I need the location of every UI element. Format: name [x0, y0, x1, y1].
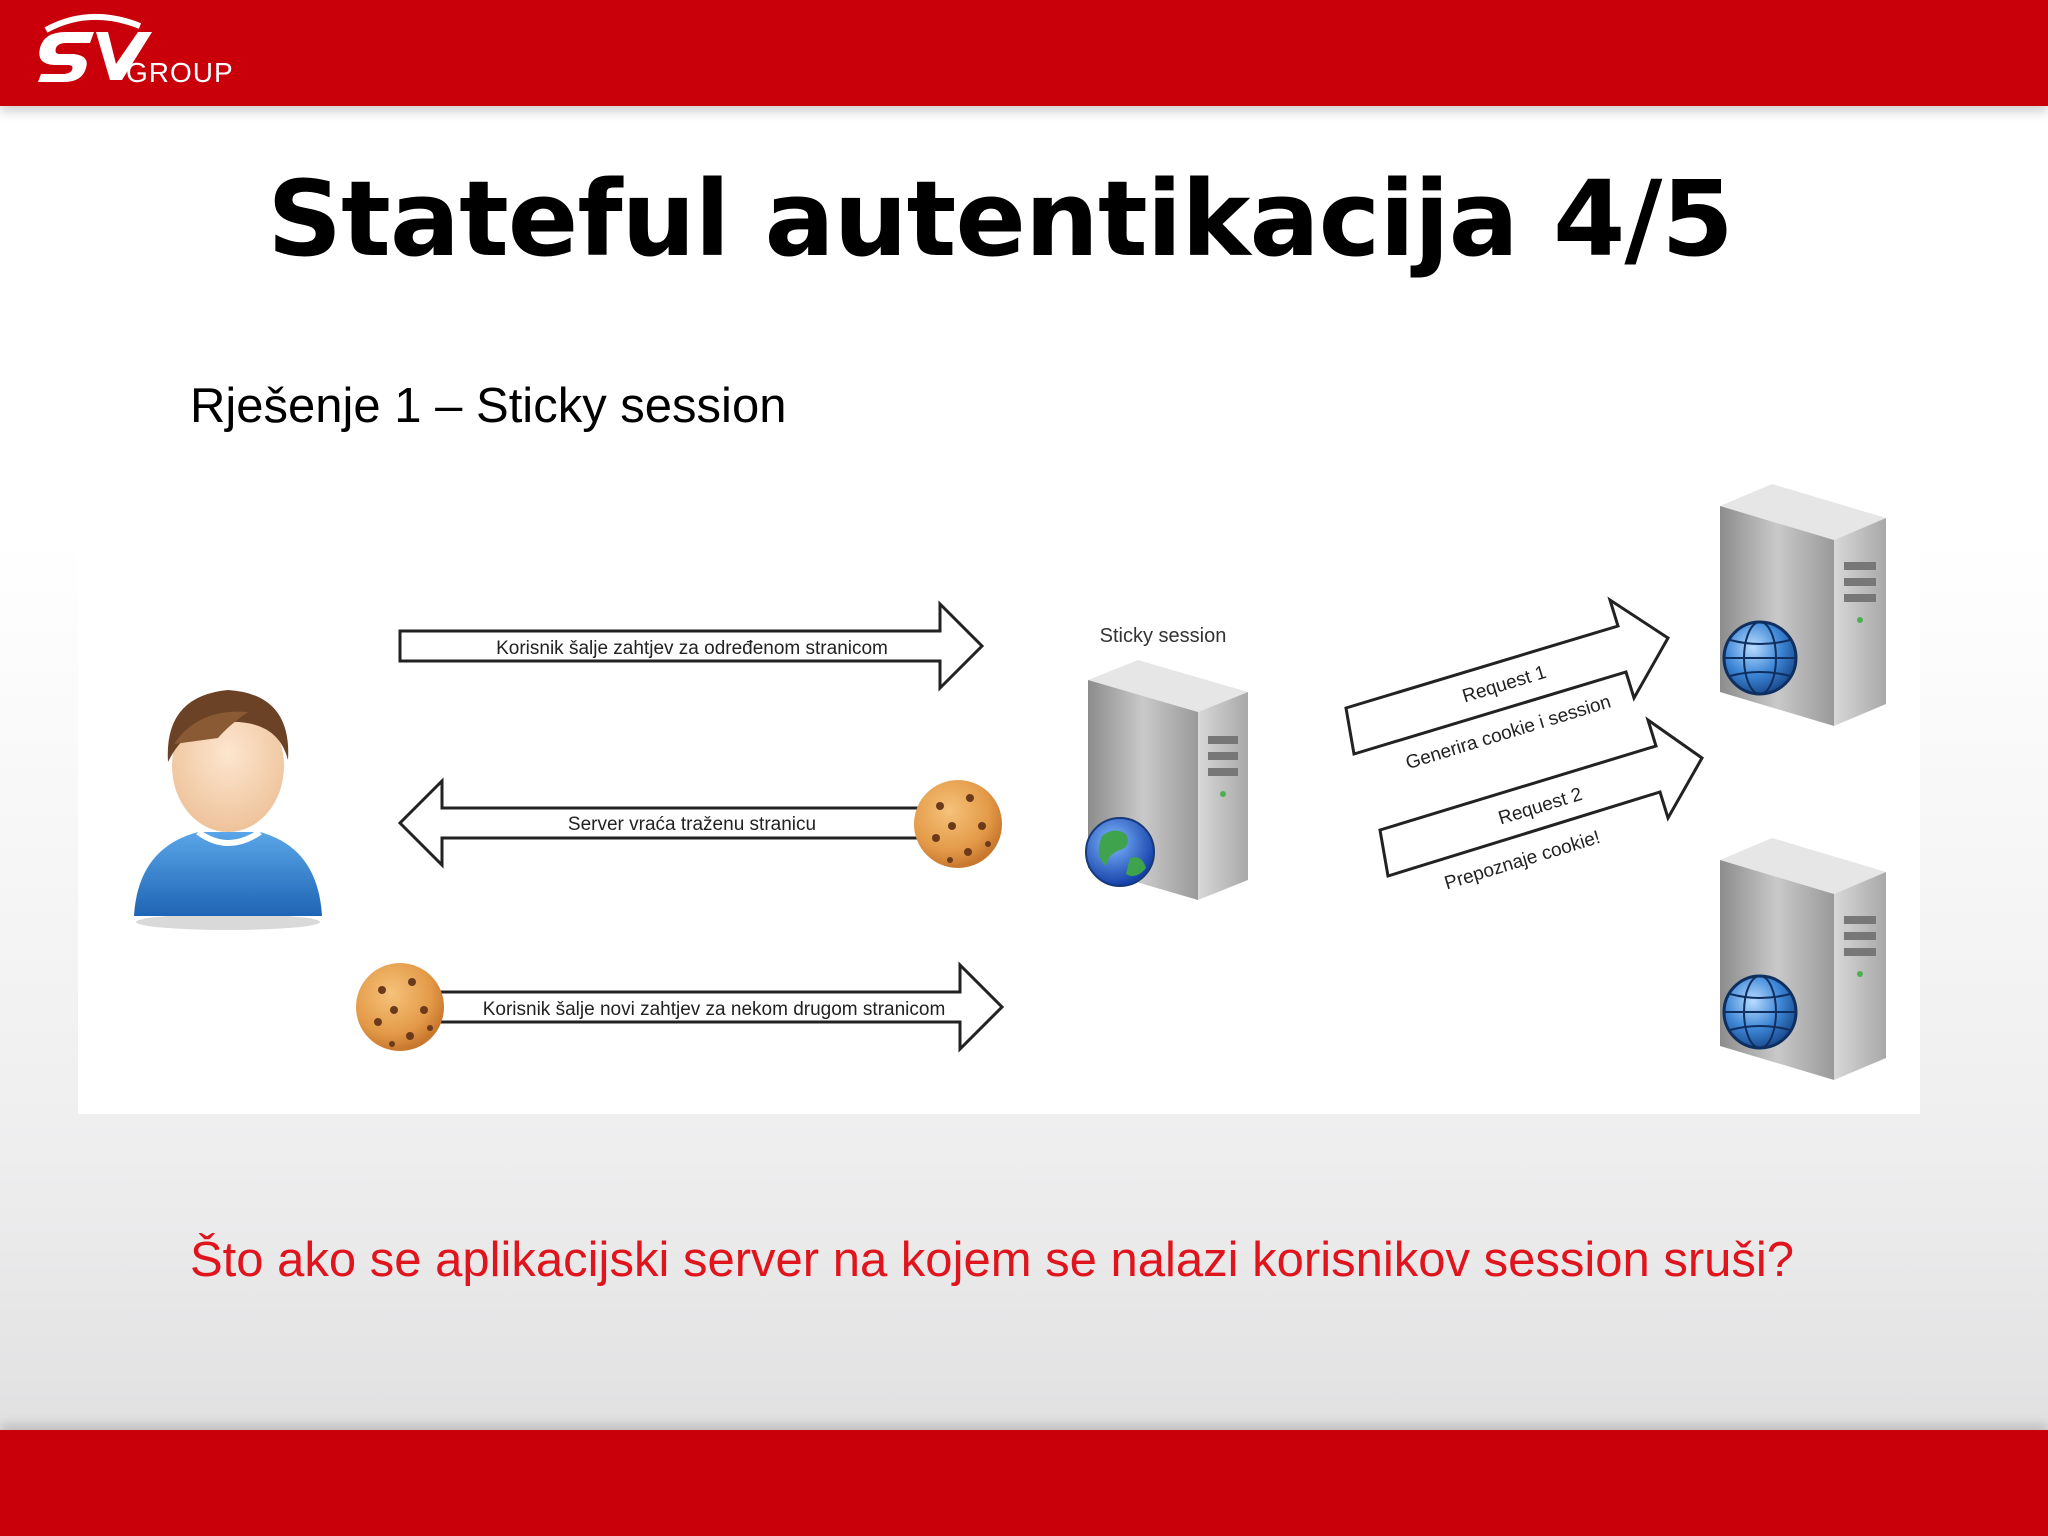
globe-icon [1722, 620, 1798, 696]
sticky-session-diagram: Korisnik šalje zahtjev za određenom stra… [78, 476, 1920, 1114]
arrow-response-label: Server vraća traženu stranicu [568, 814, 816, 835]
sv-group-logo [38, 13, 152, 82]
arrow-new-request-right: Korisnik šalje novi zahtjev za nekom dru… [438, 961, 1005, 1053]
user-avatar-icon [134, 690, 322, 930]
arrow-request-right: Korisnik šalje zahtjev za određenom stra… [398, 600, 985, 692]
slide-title: Stateful autentikacija 4/5 [267, 158, 1733, 280]
arrow-request-1: Request 1 Generira cookie i session [1344, 596, 1670, 774]
load-balancer-server-icon [1088, 660, 1248, 900]
footer-bar [0, 1430, 2048, 1536]
globe-icon [1722, 974, 1798, 1050]
cookie-icon [914, 780, 1002, 868]
slide-subtitle: Rješenje 1 – Sticky session [190, 379, 787, 433]
slide-question: Što ako se aplikacijski server na kojem … [190, 1233, 1795, 1287]
globe-icon [1085, 817, 1155, 887]
arrow-request-label: Korisnik šalje zahtjev za određenom stra… [496, 638, 888, 659]
arrow-new-request-label: Korisnik šalje novi zahtjev za nekom dru… [483, 999, 946, 1020]
sticky-session-label: Sticky session [1100, 625, 1227, 647]
cookie-icon [356, 963, 444, 1051]
arrow-response-left: Server vraća traženu stranicu [397, 777, 926, 869]
logo-text: GROUP [126, 57, 234, 88]
header-bar: GROUP [0, 0, 2048, 106]
